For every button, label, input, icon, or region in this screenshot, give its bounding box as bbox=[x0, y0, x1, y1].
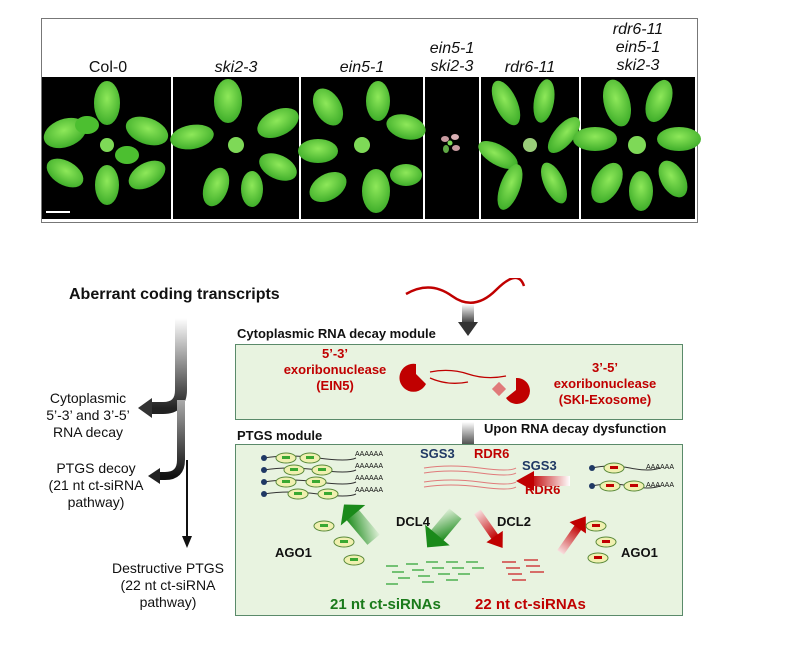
sirna-22nt-dashes bbox=[502, 559, 544, 581]
rdr6-arrow bbox=[516, 471, 534, 491]
ago1-right-arrow bbox=[557, 516, 586, 555]
rosette-triple bbox=[573, 79, 701, 211]
sgs3-label-right: SGS3 bbox=[522, 458, 557, 473]
exo35-label: 3’-5’ exoribonuclease (SKI-Exosome) bbox=[553, 360, 657, 407]
rosette-ski2 bbox=[170, 79, 299, 207]
ptgs-module-title: PTGS module bbox=[237, 428, 323, 443]
genotype-label-rdr6: rdr6-11 bbox=[504, 59, 556, 76]
rosette-ein5-ski2 bbox=[441, 134, 460, 153]
left-step-destructive: Destructive PTGS (22 nt ct-siRNA pathway… bbox=[111, 560, 225, 610]
rosettes-svg bbox=[43, 79, 701, 213]
ago1-label-right: AGO1 bbox=[621, 545, 658, 560]
ein5-pacman-icon bbox=[399, 363, 426, 392]
ago1-label-left: AGO1 bbox=[275, 545, 312, 560]
sirna-21nt-label: 21 nt ct-siRNAs bbox=[330, 596, 441, 613]
dcl4-arrow bbox=[425, 508, 462, 548]
dcl-and-sirna-drawing bbox=[313, 504, 617, 585]
decay-module-drawing bbox=[399, 363, 530, 404]
arrow-to-rna-decay bbox=[138, 398, 152, 418]
ago1-left-arrow bbox=[340, 504, 380, 545]
polya-left-4: AAAAAA bbox=[355, 487, 384, 494]
sirna-22nt-label: 22 nt ct-siRNAs bbox=[475, 596, 586, 613]
aberrant-transcript-wave bbox=[405, 278, 526, 304]
sirna-21nt-dashes bbox=[386, 561, 484, 585]
polya-right-1: AAAAAA bbox=[646, 464, 675, 471]
left-flow-arrows bbox=[138, 318, 192, 548]
genotype-label-col0: Col-0 bbox=[88, 59, 128, 76]
dsrna-lines bbox=[423, 465, 517, 490]
ptgs-left-transcripts bbox=[261, 452, 357, 500]
genotype-label-ein5: ein5-1 bbox=[339, 59, 385, 76]
dcl2-label: DCL2 bbox=[497, 514, 531, 529]
dysfunction-label: Upon RNA decay dysfunction bbox=[484, 421, 667, 436]
decay-module-title: Cytoplasmic RNA decay module bbox=[237, 326, 436, 341]
genotype-label-triple: rdr6-11 ein5-1 ski2-3 bbox=[612, 21, 664, 74]
left-step-ptgs-decoy: PTGS decoy (21 nt ct-siRNA pathway) bbox=[48, 460, 144, 510]
exo53-label: 5’-3’ exoribonuclease (EIN5) bbox=[283, 346, 387, 393]
polya-left-3: AAAAAA bbox=[355, 475, 384, 482]
rosette-col0 bbox=[43, 81, 169, 205]
dcl4-label: DCL4 bbox=[396, 514, 430, 529]
rosette-rdr6 bbox=[478, 79, 581, 210]
polya-right-2: AAAAAA bbox=[646, 482, 675, 489]
left-title: Aberrant coding transcripts bbox=[69, 286, 280, 303]
genotype-label-ein5-ski2: ein5-1 ski2-3 bbox=[429, 40, 475, 75]
arrow-to-ptgs-decoy bbox=[148, 468, 160, 484]
decay-module-panel bbox=[235, 344, 683, 420]
arrow-to-destructive bbox=[182, 536, 192, 548]
exosome-pacman-icon bbox=[506, 377, 530, 404]
top-transcript-svg bbox=[405, 278, 526, 336]
down-arrow-to-decay bbox=[458, 322, 478, 336]
rdr6-label-left: RDR6 bbox=[474, 446, 510, 461]
genotype-label-ski2: ski2-3 bbox=[214, 59, 258, 76]
ptgs-module-panel bbox=[235, 444, 683, 616]
left-step-rna-decay: Cytoplasmic 5’-3’ and 3’-5’ RNA decay bbox=[46, 390, 130, 440]
sgs3-label-left: SGS3 bbox=[420, 446, 455, 461]
polya-left-2: AAAAAA bbox=[355, 463, 384, 470]
rosette-ein5 bbox=[298, 81, 426, 213]
dcl2-arrow bbox=[474, 509, 503, 549]
polya-left-1: AAAAAA bbox=[355, 451, 384, 458]
ptgs-right-transcripts bbox=[516, 462, 660, 492]
